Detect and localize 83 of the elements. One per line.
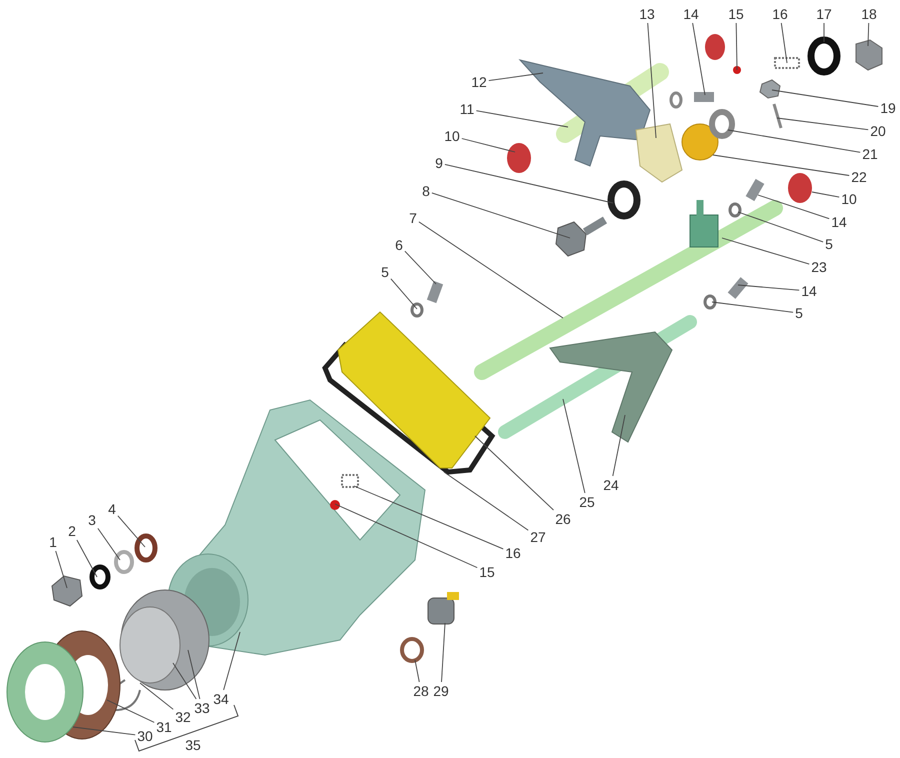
callout-number: 16 <box>771 6 789 22</box>
leader-line <box>728 130 861 153</box>
leader-line <box>404 250 436 284</box>
leader-line <box>334 504 478 568</box>
leader-line <box>722 238 810 265</box>
leader-line <box>738 284 800 291</box>
callout-number: 26 <box>554 511 572 527</box>
leader-line <box>692 22 706 96</box>
leader-line <box>172 662 197 700</box>
leader-line <box>97 528 120 560</box>
callout-number: 1 <box>48 534 58 550</box>
callout-number: 29 <box>432 683 450 699</box>
callout-number: 35 <box>184 737 202 753</box>
callout-number: 10 <box>443 128 461 144</box>
callout-number: 23 <box>810 259 828 275</box>
leader-line <box>431 192 570 238</box>
callout-number: 11 <box>458 101 476 117</box>
leader-line <box>461 138 516 152</box>
callout-number: 12 <box>470 74 488 90</box>
callout-number: 32 <box>174 709 192 725</box>
callout-number: 7 <box>408 210 418 226</box>
leader-line <box>612 414 626 476</box>
leader-line <box>562 398 586 494</box>
leader-line <box>140 682 174 710</box>
callout-number: 14 <box>682 6 700 22</box>
leader-line <box>736 22 738 70</box>
callout-number: 31 <box>155 719 173 735</box>
leader-line <box>776 118 869 130</box>
callout-number: 14 <box>830 214 848 230</box>
leader-line <box>223 632 240 690</box>
callout-number: 14 <box>800 283 818 299</box>
leader-line <box>474 436 554 510</box>
leader-line <box>868 22 870 46</box>
callout-number: 5 <box>824 236 834 252</box>
callout-number: 8 <box>421 183 431 199</box>
callout-number: 13 <box>638 6 656 22</box>
callout-number: 17 <box>815 6 833 22</box>
callout-number: 30 <box>136 728 154 744</box>
leader-line <box>780 22 788 64</box>
leader-line <box>354 486 504 550</box>
callout-number: 9 <box>434 155 444 171</box>
callout-number: 10 <box>840 191 858 207</box>
leader-line <box>418 221 564 318</box>
callout-number: 22 <box>850 169 868 185</box>
leader-line <box>444 164 614 204</box>
leader-line <box>106 700 155 723</box>
leader-line <box>55 550 68 588</box>
callout-number: 3 <box>87 512 97 528</box>
callout-number: 6 <box>394 237 404 253</box>
callout-number: 24 <box>602 477 620 493</box>
callout-number: 15 <box>478 564 496 580</box>
leader-line <box>772 90 879 107</box>
leader-line <box>647 22 656 138</box>
callout-number: 16 <box>504 545 522 561</box>
callout-number: 34 <box>212 691 230 707</box>
callout-number: 21 <box>861 146 879 162</box>
leader-line <box>812 192 840 198</box>
leader-line <box>117 515 146 548</box>
callout-number: 2 <box>67 523 77 539</box>
callout-number: 15 <box>727 6 745 22</box>
callout-number: 25 <box>578 494 596 510</box>
leader-line <box>444 472 529 531</box>
callout-number: 19 <box>879 100 897 116</box>
leader-line <box>712 154 850 176</box>
leader-line <box>476 110 568 128</box>
leader-line <box>738 212 824 242</box>
leader-line <box>72 726 136 736</box>
callout-number: 20 <box>869 123 887 139</box>
leader-line <box>414 660 420 682</box>
callout-number: 5 <box>380 264 390 280</box>
leader-line <box>390 278 418 310</box>
callout-number: 4 <box>107 501 117 517</box>
leader-line <box>76 540 98 578</box>
callout-number: 33 <box>193 700 211 716</box>
leader-line <box>712 302 794 313</box>
callout-number: 5 <box>794 305 804 321</box>
callout-number: 28 <box>412 683 430 699</box>
leader-line <box>758 194 830 220</box>
leader-line <box>441 622 446 682</box>
callout-number: 27 <box>529 529 547 545</box>
callout-number: 18 <box>860 6 878 22</box>
leader-line <box>188 650 200 700</box>
leader-line <box>488 72 544 82</box>
